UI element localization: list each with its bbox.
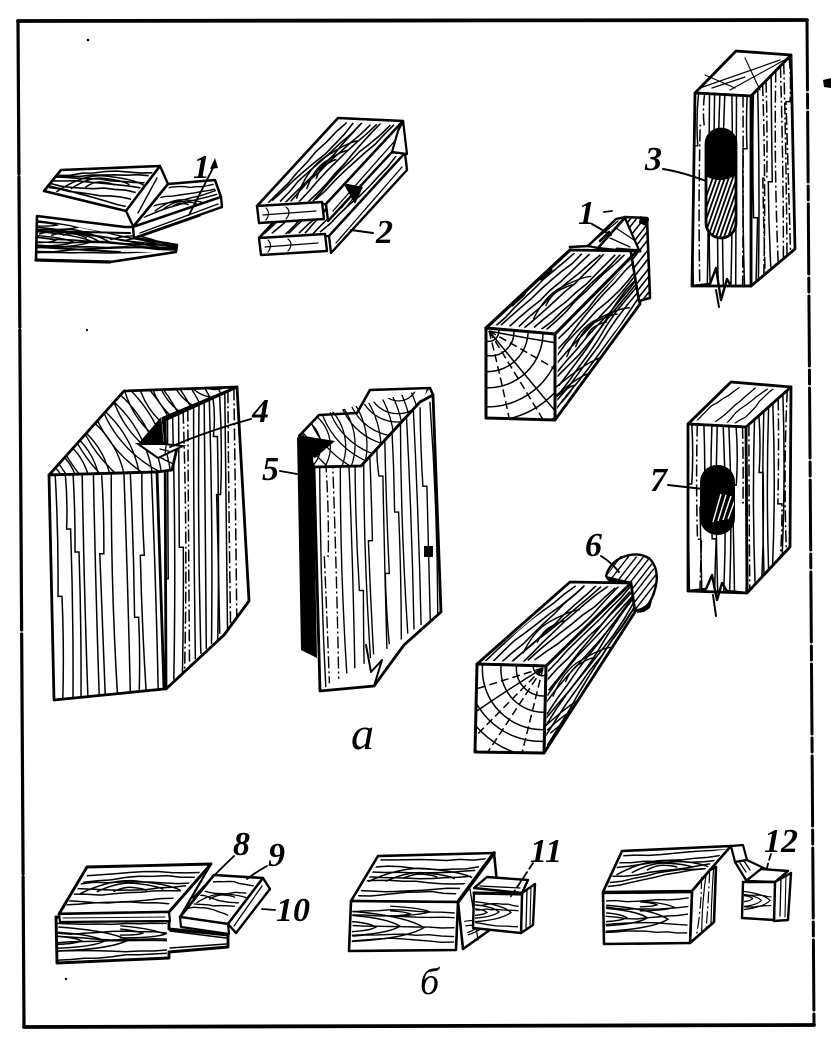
svg-text:10: 10: [276, 892, 310, 929]
svg-text:3: 3: [644, 141, 662, 178]
svg-text:5: 5: [262, 451, 279, 488]
svg-text:7: 7: [650, 462, 669, 499]
svg-text:2: 2: [375, 214, 393, 251]
svg-text:9: 9: [268, 837, 285, 874]
svg-text:1: 1: [578, 195, 595, 232]
svg-text:8: 8: [233, 826, 250, 863]
svg-text:12: 12: [764, 823, 798, 860]
svg-text:6: 6: [585, 527, 602, 564]
svg-text:11: 11: [530, 833, 562, 870]
svg-text:1: 1: [193, 149, 210, 186]
svg-text:a: a: [351, 708, 374, 759]
svg-text:б: б: [420, 961, 441, 1003]
svg-text:4: 4: [251, 393, 269, 430]
